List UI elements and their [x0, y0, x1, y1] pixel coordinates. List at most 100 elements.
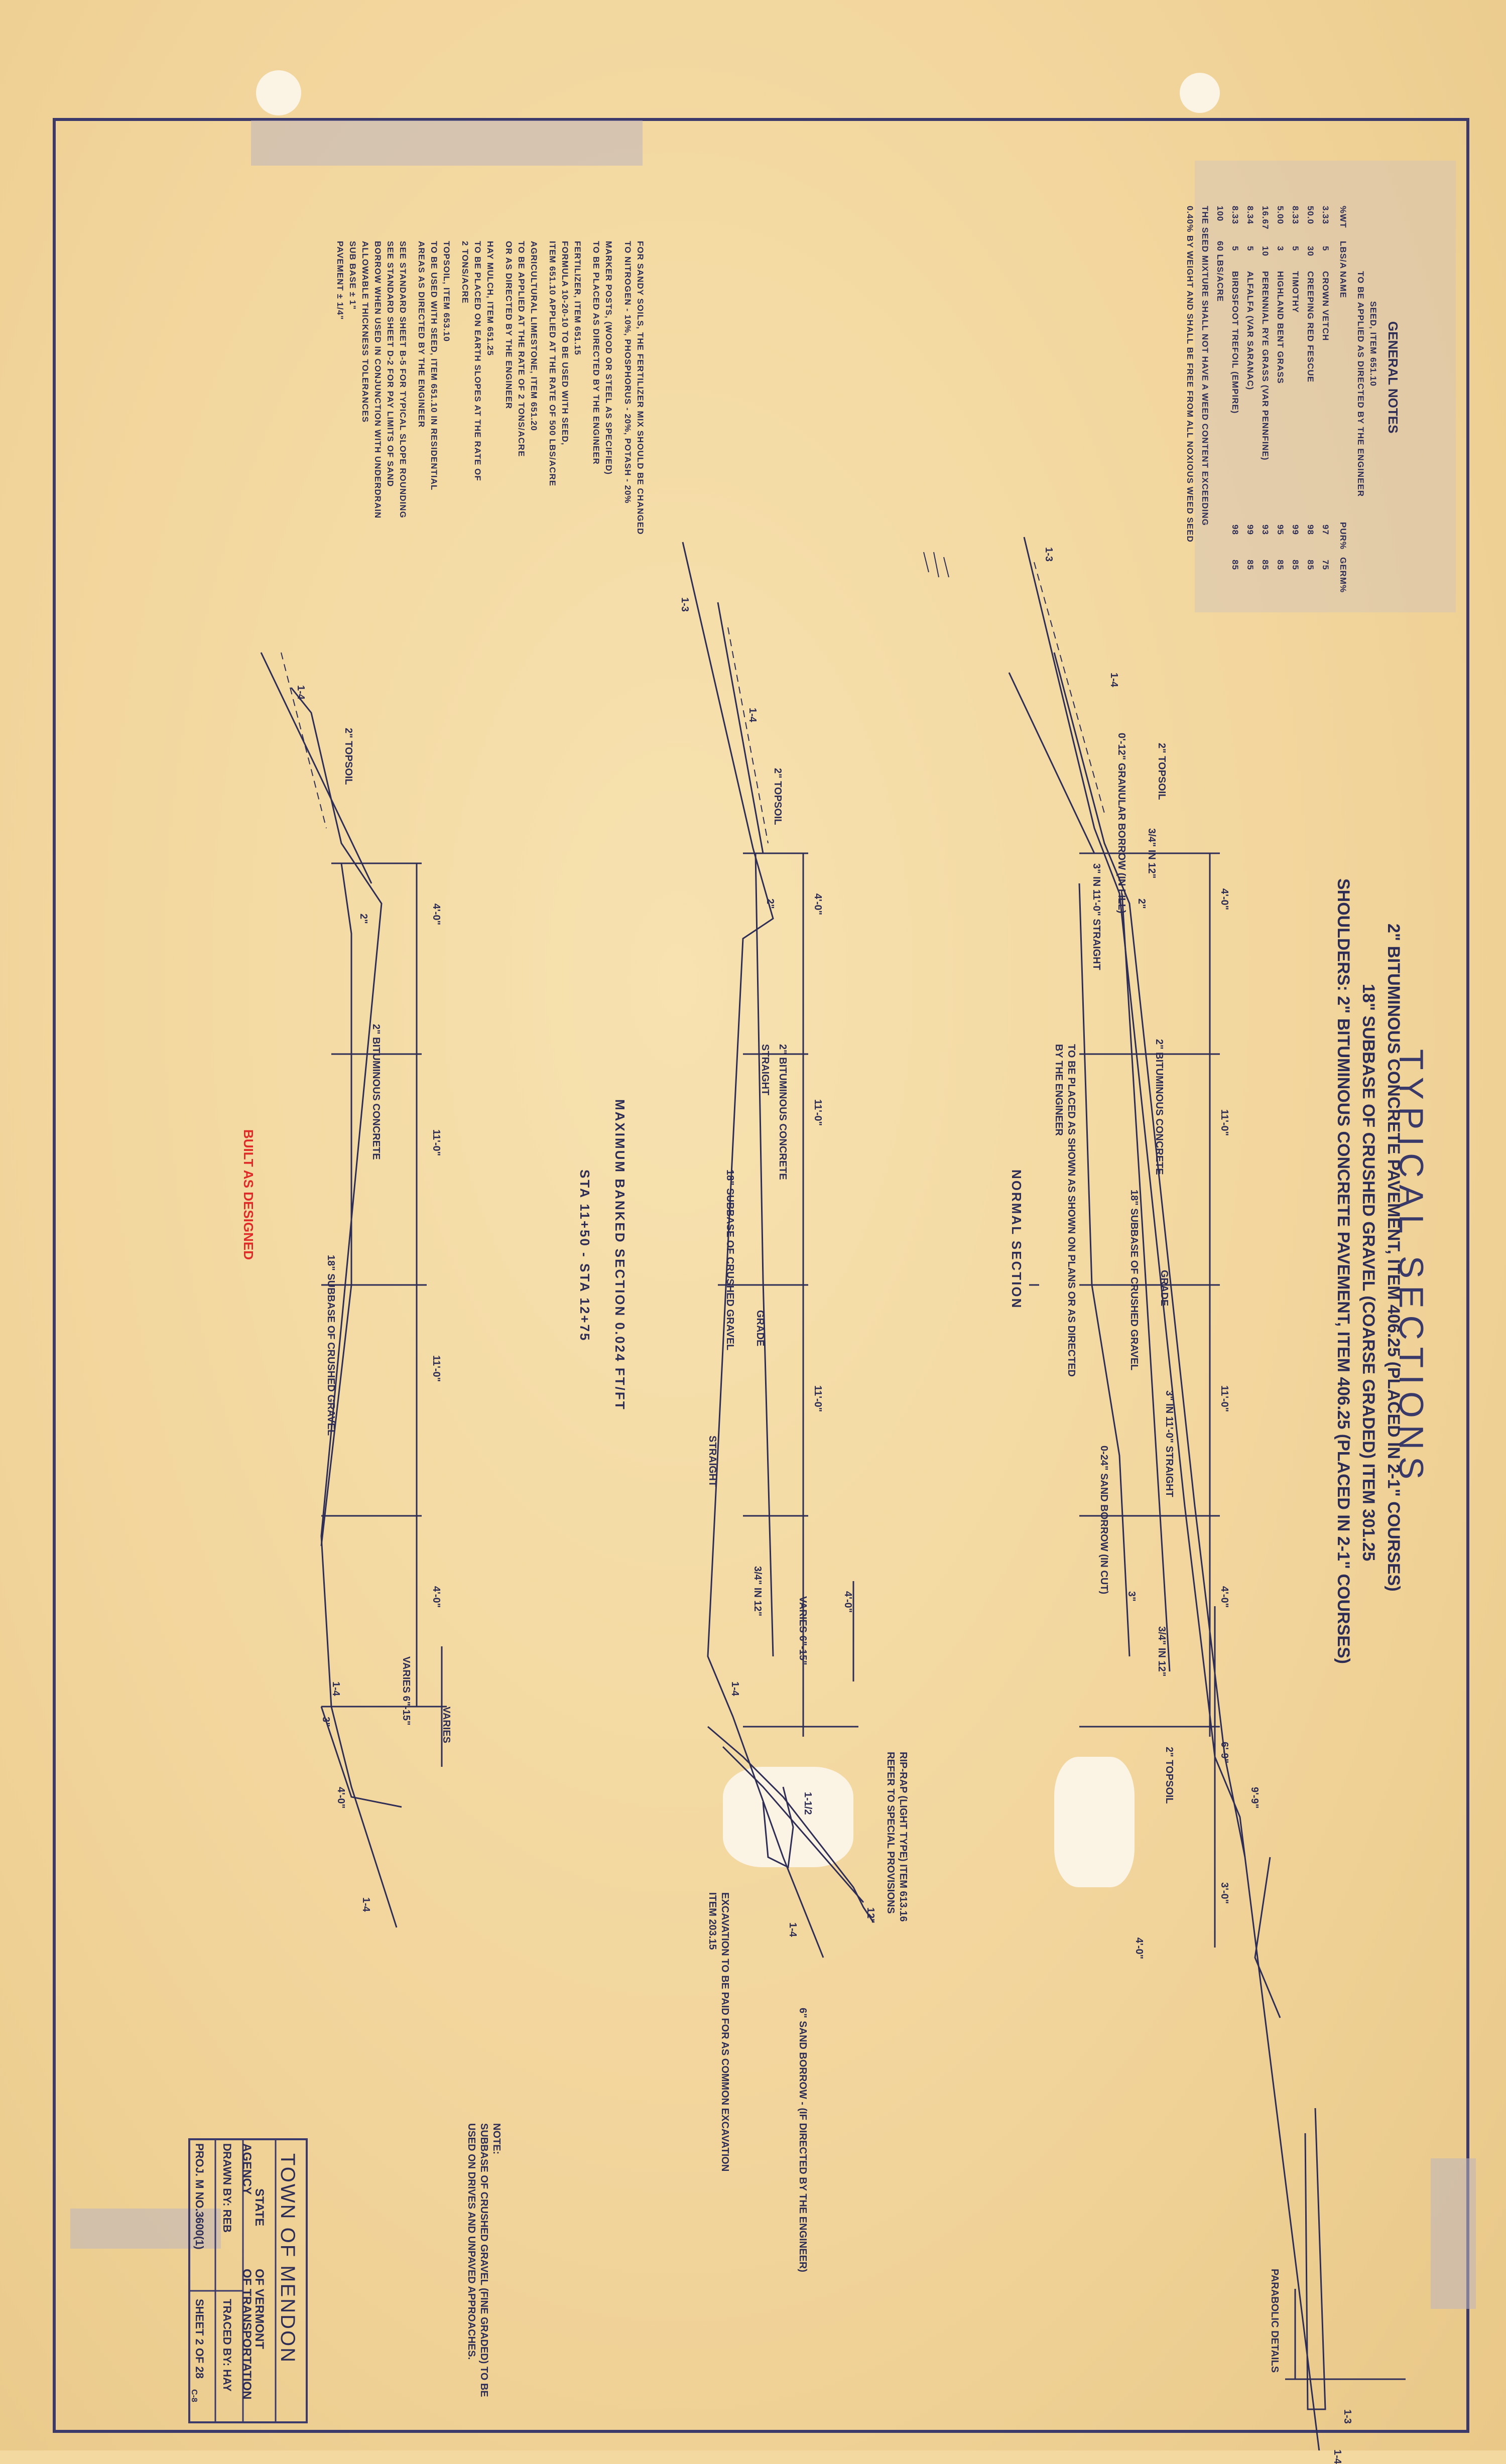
- banked-slope-1-4-c: 1-4: [787, 1922, 798, 1937]
- left-note-19: BORROW WHEN USED IN CONJUNCTION WITH UND…: [373, 241, 383, 519]
- third-varies-2: VARIES: [441, 1707, 452, 1743]
- normal-slope-34-b: 3/4" IN 12": [1156, 1626, 1167, 1677]
- seed-row-3-name: TIMOTHY: [1291, 271, 1300, 313]
- left-note-21: SUB BASE ± 1": [348, 241, 357, 310]
- left-note-8: AGRICULTURAL LIMESTONE, ITEM 651.20: [529, 241, 539, 431]
- left-note-11: HAY MULCH, ITEM 651.25: [485, 241, 495, 356]
- banked-slope-1-1-2: 1-1/2: [802, 1792, 813, 1815]
- seed-row-1-name: CROWN VETCH: [1321, 271, 1330, 341]
- left-note-10: OR AS DIRECTED BY THE ENGINEER: [504, 241, 514, 410]
- seed-row-5-germ: 85: [1261, 560, 1270, 570]
- title-block-of: OF: [253, 2269, 266, 2286]
- normal-slope-1-4-right: 1-4: [1332, 2449, 1343, 2464]
- seed-row-2-lbs: 30: [1306, 246, 1315, 256]
- left-note-6: FORMULA 10-20-10 TO BE USED WITH SEED,: [560, 241, 570, 446]
- banked-dim-4ft-left: 4'-0": [812, 893, 823, 916]
- seed-col-wt: %WT: [1338, 206, 1348, 228]
- bottom-note-1: NOTE:: [491, 2123, 502, 2155]
- normal-dim-3in: 3": [1126, 1591, 1137, 1602]
- seed-row-1-lbs: 5: [1321, 246, 1330, 251]
- third-topsoil: 2" TOPSOIL: [343, 728, 354, 785]
- title-block-drawn: DRAWN BY: REB: [221, 2143, 233, 2233]
- seed-row-2-pur: 98: [1306, 525, 1315, 535]
- normal-sand-borrow: 0-24" SAND BORROW (IN CUT): [1098, 1446, 1109, 1595]
- left-note-5: FERTILIZER, ITEM 651.15: [573, 241, 582, 355]
- third-dim-4ft-left: 4'-0": [431, 903, 442, 926]
- seed-row-2-germ: 85: [1306, 560, 1315, 570]
- seed-row-3-lbs: 5: [1291, 246, 1300, 251]
- left-note-9: TO BE APPLIED AT THE RATE OF 2 TONS/ACRE: [517, 241, 526, 457]
- third-dim-11ft-left: 11'-0": [431, 1129, 442, 1156]
- banked-dim-2in: 2": [765, 898, 776, 909]
- banked-slope-34: 3/4" IN 12": [752, 1566, 763, 1617]
- tape-damage: [723, 1767, 853, 1867]
- hole-top-left: [256, 70, 301, 115]
- third-slope-1-4-c: 1-4: [360, 1897, 371, 1912]
- third-dim-3in: 3": [320, 1717, 331, 1727]
- seed-row-6-wt: 8.34: [1245, 206, 1255, 225]
- seed-row-4-pur: 95: [1276, 525, 1285, 535]
- banked-straight-2: STRAIGHT: [707, 1436, 718, 1487]
- left-note-15: TO BE USED WITH SEED, ITEM 651.10 IN RES…: [429, 241, 439, 491]
- normal-topsoil: 2" TOPSOIL: [1156, 743, 1167, 800]
- banked-slope-1-4-b: 1-4: [729, 1681, 740, 1696]
- seed-row-2-wt: 50.0: [1306, 206, 1315, 225]
- seed-row-5-pur: 93: [1261, 525, 1270, 535]
- seed-footer-1: THE SEED MIXTURE SHALL NOT HAVE A WEED C…: [1200, 206, 1210, 526]
- seed-col-germ: GERM%: [1338, 557, 1348, 593]
- seed-total-wt: 100: [1215, 206, 1225, 222]
- title-block: [188, 2138, 308, 2423]
- left-note-7: ITEM 651.10 APPLIED AT THE RATE OF 500 L…: [548, 241, 557, 487]
- parabolic-details: PARABOLIC DETAILS: [1269, 2269, 1280, 2373]
- normal-dim-11ft-right: 11'-0": [1219, 1385, 1230, 1412]
- title-block-vermont: VERMONT: [253, 2289, 266, 2349]
- hole-top-right: [1180, 73, 1220, 113]
- normal-section-label: NORMAL SECTION: [1009, 1170, 1024, 1310]
- normal-dim-3ft: 3'-0": [1219, 1882, 1230, 1904]
- title-block-proj: PROJ. M NO.3600(1): [193, 2143, 206, 2250]
- normal-subbase: 18" SUBBASE OF CRUSHED GRAVEL: [1128, 1190, 1140, 1371]
- general-notes-shade: [1195, 161, 1456, 612]
- left-note-16: AREAS AS DIRECTED BY THE ENGINEER: [417, 241, 426, 428]
- left-note-18: SEE STANDARD SHEET D-2 FOR PAY LIMITS OF…: [386, 241, 395, 487]
- left-note-2: TO NITROGEN - 10%, PHOSPHORUS - 20%, POT…: [623, 241, 633, 504]
- bottom-note-2: SUBBASE OF CRUSHED GRAVEL (FINE GRADED) …: [478, 2123, 489, 2397]
- seed-row-6-pur: 99: [1245, 525, 1255, 535]
- normal-dim-4ft-right: 4'-0": [1219, 1586, 1230, 1608]
- third-dim-2in: 2": [358, 914, 369, 924]
- seed-row-6-lbs: 5: [1245, 246, 1255, 251]
- title-block-state: STATE: [253, 2188, 266, 2227]
- banked-subbase: 18" SUBBASE OF CRUSHED GRAVEL: [724, 1170, 735, 1351]
- tape-damage-2: [1054, 1757, 1135, 1887]
- normal-dim-2in: 2": [1136, 898, 1147, 909]
- seed-col-pur: PUR%: [1338, 522, 1348, 550]
- normal-placed-1: TO BE PLACED AS SHOWN AS SHOWN ON PLANS …: [1066, 1044, 1077, 1377]
- seed-row-5-name: PERENNIAL RYE GRASS (VAR PENNFINE): [1261, 271, 1270, 461]
- seed-row-3-germ: 85: [1291, 560, 1300, 570]
- tape-mark-top-left: [251, 120, 643, 166]
- normal-bituminous: 2" BITUMINOUS CONCRETE: [1154, 1039, 1165, 1175]
- normal-slope-34-a: 3/4" IN 12": [1146, 828, 1157, 879]
- third-dim-4ft-ditch: 4'-0": [335, 1787, 346, 1809]
- third-varies: VARIES 6"-15": [401, 1656, 412, 1726]
- banked-varies: VARIES 6"-15": [797, 1596, 808, 1665]
- banked-straight: STRAIGHT: [760, 1044, 771, 1096]
- normal-slope-1-3-right: 1-3: [1342, 2409, 1353, 2424]
- banked-dim-4ft-right: 4'-0": [842, 1591, 853, 1613]
- excavation-line-2: ITEM 203.15: [707, 1892, 718, 1950]
- normal-dim-9ft9: 9'-9": [1249, 1787, 1260, 1809]
- pavement-note-2: 18" SUBBASE OF CRUSHED GRAVEL (COARSE GR…: [1359, 984, 1378, 1562]
- title-block-sheet: SHEET 2 OF 28: [193, 2299, 206, 2379]
- seed-row-6-germ: 85: [1245, 560, 1255, 570]
- left-note-1: FOR SANDY SOILS, THE FERTILIZER MIX SHOU…: [636, 241, 645, 535]
- title-block-corner: C-8: [190, 2389, 198, 2402]
- seed-total-lbs: 60 LBS/ACRE: [1215, 241, 1225, 302]
- normal-granular: 0'-12" GRANULAR BORROW (IN FILL): [1116, 733, 1127, 914]
- banked-topsoil: 2" TOPSOIL: [772, 768, 783, 825]
- seed-col-name: NAME: [1338, 271, 1348, 299]
- left-note-17: SEE STANDARD SHEET B-5 FOR TYPICAL SLOPE…: [398, 241, 408, 518]
- normal-straight-1: 3" IN 11'-0" STRAIGHT: [1091, 863, 1102, 970]
- seed-row-5-lbs: 10: [1261, 246, 1270, 256]
- tape-mark-right: [1431, 2158, 1476, 2309]
